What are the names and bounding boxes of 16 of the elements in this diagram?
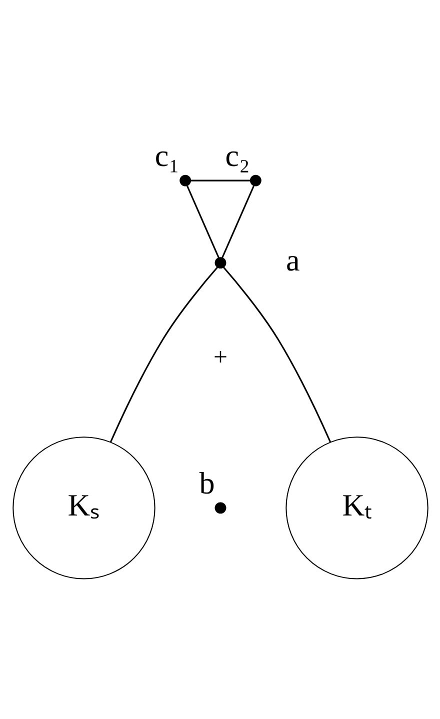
node-circle (249, 174, 261, 186)
connector (186, 185, 219, 258)
node-label: a (286, 242, 300, 278)
node-label: b (198, 464, 214, 500)
node-circle: Kₜ (285, 436, 428, 579)
node-circle (214, 502, 226, 514)
node-label: c₁ (154, 138, 179, 173)
node-circle: Kₛ (12, 436, 155, 579)
node-circle (214, 256, 226, 268)
connector (109, 266, 218, 442)
connector (221, 185, 254, 258)
node-circle (179, 174, 191, 186)
node-label: c₂ (224, 138, 250, 173)
connector (222, 266, 331, 442)
connector (190, 179, 250, 181)
label: + (213, 343, 227, 370)
